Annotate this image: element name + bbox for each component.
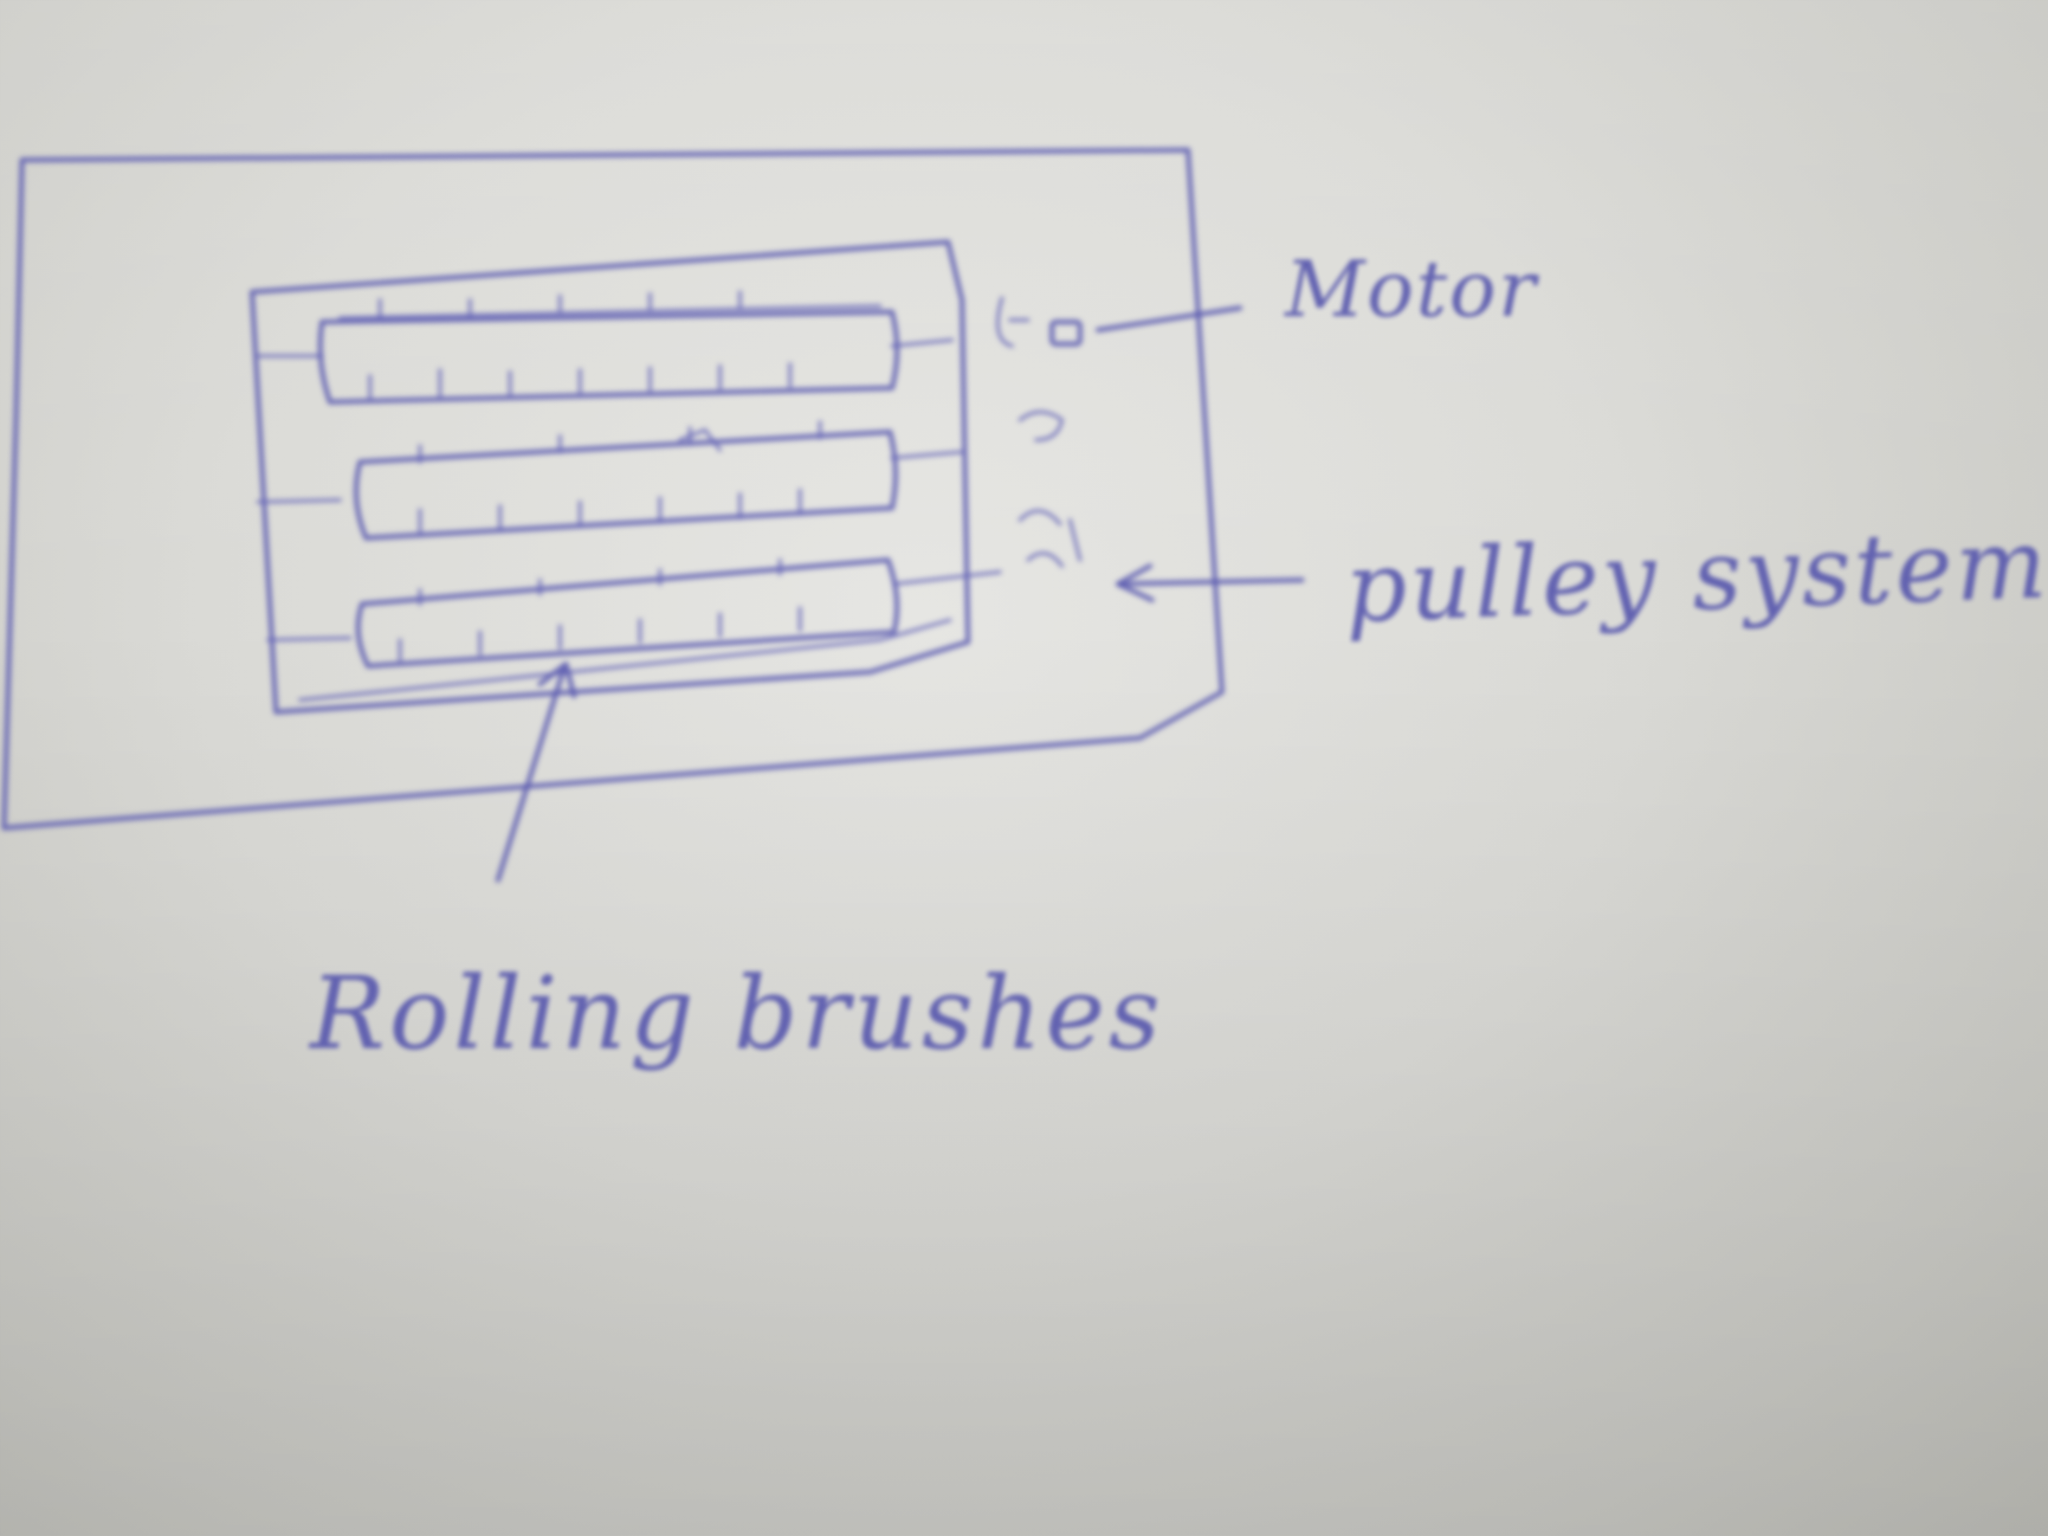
pulley-arrow [1115, 563, 1305, 603]
brush-roller-1 [256, 290, 954, 405]
pulley-symbol [1018, 509, 1082, 568]
brushes-arrow [495, 661, 577, 883]
motor-label: Motor [1285, 245, 1538, 335]
inner-frame [249, 239, 971, 715]
brush-roller-2 [256, 420, 964, 541]
brush-roller-3 [266, 557, 1002, 702]
motor-block [996, 296, 1083, 442]
motor-leader-line [1095, 305, 1243, 333]
rolling-brushes-label: Rolling brushes [310, 955, 1165, 1072]
outer-housing [1, 147, 1225, 831]
